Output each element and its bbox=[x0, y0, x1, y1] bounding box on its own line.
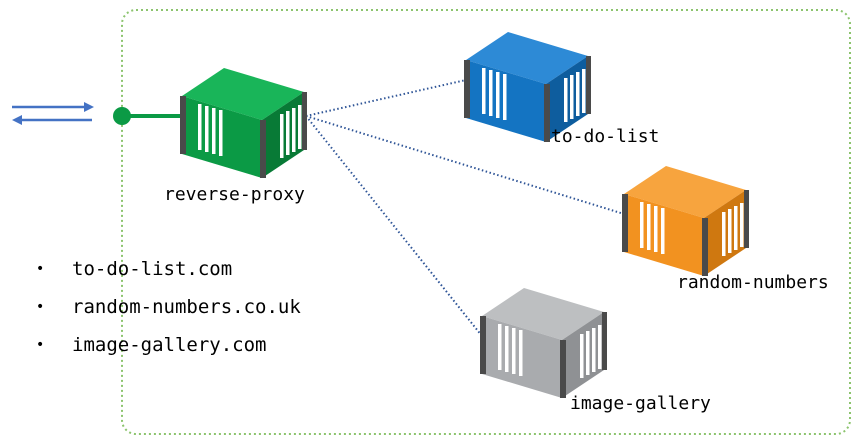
door-stripe bbox=[498, 324, 502, 370]
door-stripe bbox=[286, 111, 290, 155]
corner-post bbox=[180, 96, 186, 154]
link-to-gallery bbox=[305, 115, 483, 337]
corner-post bbox=[744, 190, 749, 248]
door-stripe bbox=[598, 325, 602, 369]
door-stripe bbox=[654, 206, 658, 252]
door-stripe bbox=[292, 108, 296, 152]
door-stripe bbox=[212, 108, 216, 154]
corner-post bbox=[602, 312, 607, 370]
door-stripe bbox=[640, 202, 644, 248]
corner-post bbox=[302, 92, 307, 150]
domain-item: • to-do-list.com bbox=[32, 250, 301, 288]
corner-post bbox=[260, 120, 266, 178]
door-stripe bbox=[586, 331, 590, 375]
door-stripe bbox=[661, 208, 665, 254]
door-stripe bbox=[647, 204, 651, 250]
random-container-icon bbox=[622, 166, 749, 276]
bullet-icon: • bbox=[36, 299, 45, 315]
reverse-proxy-label: reverse-proxy bbox=[164, 184, 305, 205]
door-stripe bbox=[298, 105, 302, 149]
container-top bbox=[182, 68, 304, 120]
corner-post bbox=[622, 194, 628, 252]
door-stripe bbox=[489, 70, 493, 116]
door-stripe bbox=[205, 106, 209, 152]
bullet-icon: • bbox=[36, 261, 45, 277]
door-stripe bbox=[505, 326, 509, 372]
image-gallery-label: image-gallery bbox=[570, 393, 711, 414]
door-stripe bbox=[580, 334, 584, 378]
door-stripe bbox=[519, 330, 523, 376]
domain-name: random-numbers.co.uk bbox=[72, 296, 301, 318]
domain-name: image-gallery.com bbox=[72, 334, 267, 356]
door-stripe bbox=[728, 209, 732, 253]
link-to-random bbox=[305, 115, 625, 215]
door-stripe bbox=[503, 74, 507, 120]
link-to-todo bbox=[305, 79, 467, 117]
door-stripe bbox=[570, 75, 574, 119]
container-top bbox=[624, 166, 746, 218]
corner-post bbox=[480, 316, 486, 374]
domain-list: • to-do-list.com • random-numbers.co.uk • i… bbox=[32, 250, 301, 364]
corner-post bbox=[464, 60, 470, 118]
corner-post bbox=[544, 84, 550, 142]
bullet-icon: • bbox=[36, 337, 45, 353]
port-connector bbox=[113, 107, 182, 125]
door-stripe bbox=[496, 72, 500, 118]
random-numbers-label: random-numbers bbox=[677, 272, 829, 293]
door-stripe bbox=[280, 114, 284, 158]
proxy-links bbox=[305, 79, 625, 337]
door-stripe bbox=[740, 203, 744, 247]
network-boundary bbox=[121, 9, 851, 435]
proxy-container-icon bbox=[180, 68, 307, 178]
door-stripe bbox=[734, 206, 738, 250]
door-stripe bbox=[564, 78, 568, 122]
door-stripe bbox=[198, 104, 202, 150]
corner-post bbox=[560, 340, 566, 398]
gallery-container-icon bbox=[480, 288, 607, 398]
corner-post bbox=[702, 218, 708, 276]
door-stripe bbox=[582, 69, 586, 113]
door-stripe bbox=[512, 328, 516, 374]
door-stripe bbox=[592, 328, 596, 372]
door-stripe bbox=[219, 110, 223, 156]
door-stripe bbox=[482, 68, 486, 114]
domain-item: • random-numbers.co.uk bbox=[32, 288, 301, 326]
to-do-list-label: to-do-list bbox=[551, 126, 660, 147]
traffic-arrows-icon bbox=[12, 102, 94, 125]
domain-item: • image-gallery.com bbox=[32, 326, 301, 364]
door-stripe bbox=[722, 212, 726, 256]
container-top bbox=[466, 32, 588, 84]
domain-name: to-do-list.com bbox=[72, 258, 233, 280]
corner-post bbox=[586, 56, 591, 114]
container-top bbox=[482, 288, 604, 340]
todo-container-icon bbox=[464, 32, 591, 142]
door-stripe bbox=[576, 72, 580, 116]
